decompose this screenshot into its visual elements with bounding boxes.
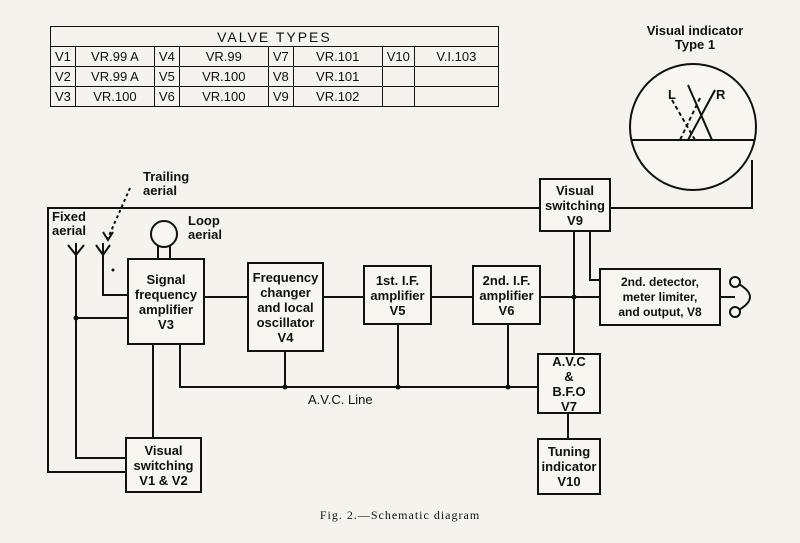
valve-type: VR.102 [292, 86, 383, 107]
valve-type: VR.99 A [74, 66, 155, 87]
valve-type: VR.100 [74, 86, 155, 107]
box-label: changer [260, 284, 311, 300]
box-label: and output, V8 [618, 304, 702, 319]
valve-id: V4 [153, 46, 180, 67]
box-label: V4 [277, 329, 294, 345]
avc-line-label: A.V.C. Line [308, 392, 373, 407]
figure-caption: Fig. 2.—Schematic diagram [319, 508, 481, 522]
indicator-left-label: L [668, 87, 676, 102]
box-label: B.F.O [552, 383, 586, 399]
valve-id: V9 [267, 86, 294, 107]
valve-type [413, 86, 499, 107]
box-label: V10 [557, 474, 581, 489]
box-label: amplifier [479, 287, 534, 303]
box-label: indicator [541, 459, 597, 474]
valve-type: VR.100 [178, 66, 269, 87]
box-label: V5 [389, 302, 406, 318]
box-label: Tuning [547, 444, 591, 459]
valve-table-title: VALVE TYPES [50, 26, 499, 47]
box-label: switching [545, 197, 605, 213]
indicator-dial [629, 63, 757, 191]
valve-type: V.I.103 [413, 46, 499, 67]
valve-type: VR.99 A [74, 46, 155, 67]
valve-id: V2 [50, 66, 76, 87]
box-label: switching [133, 457, 194, 473]
box-label: Frequency [252, 269, 319, 285]
indicator-title-line: Type 1 [674, 37, 716, 52]
box-label: and local [257, 299, 314, 315]
box-label: frequency [134, 286, 198, 302]
box-label: A.V.C [552, 353, 586, 369]
valve-type: VR.101 [292, 66, 383, 87]
box-label: V7 [561, 398, 577, 414]
valve-id: V5 [153, 66, 180, 87]
valve-type: VR.100 [178, 86, 269, 107]
fixed-aerial-label: Fixed aerial [52, 209, 86, 238]
valve-id: V7 [267, 46, 294, 67]
box-label: amplifier [138, 301, 194, 317]
box-label: V3 [158, 316, 174, 332]
indicator-title-line: Visual indicator [646, 23, 744, 38]
valve-type [413, 66, 499, 87]
box-label: V6 [498, 302, 515, 318]
box-label: meter limiter, [622, 289, 698, 304]
trailing-aerial-label: Trailing aerial [143, 169, 190, 198]
loop-aerial-label: Loop aerial [188, 213, 222, 242]
second-detector-box: 2nd. detector,meter limiter,and output, … [599, 268, 721, 326]
box-label: Signal [146, 271, 186, 287]
box-label: & [564, 368, 574, 384]
valve-type: VR.99 [178, 46, 269, 67]
indicator-right-label: R [716, 87, 726, 102]
box-label: 1st. I.F. [375, 272, 420, 288]
box-label: 2nd. I.F. [482, 272, 531, 288]
valve-type: VR.101 [292, 46, 383, 67]
box-label: V9 [567, 212, 583, 228]
valve-id: V6 [153, 86, 180, 107]
valve-id: V10 [381, 46, 415, 67]
valve-id [381, 86, 415, 107]
indicator-title: Visual indicator Type 1 [635, 24, 755, 52]
box-label: Visual [555, 182, 595, 198]
box-label: amplifier [370, 287, 425, 303]
box-label: oscillator [256, 314, 315, 330]
valve-id: V1 [50, 46, 76, 67]
box-label: 2nd. detector, [620, 274, 700, 289]
valve-id: V8 [267, 66, 294, 87]
box-label: Visual [144, 442, 183, 458]
valve-id: V3 [50, 86, 76, 107]
box-label: V1 & V2 [139, 472, 188, 488]
valve-id [381, 66, 415, 87]
